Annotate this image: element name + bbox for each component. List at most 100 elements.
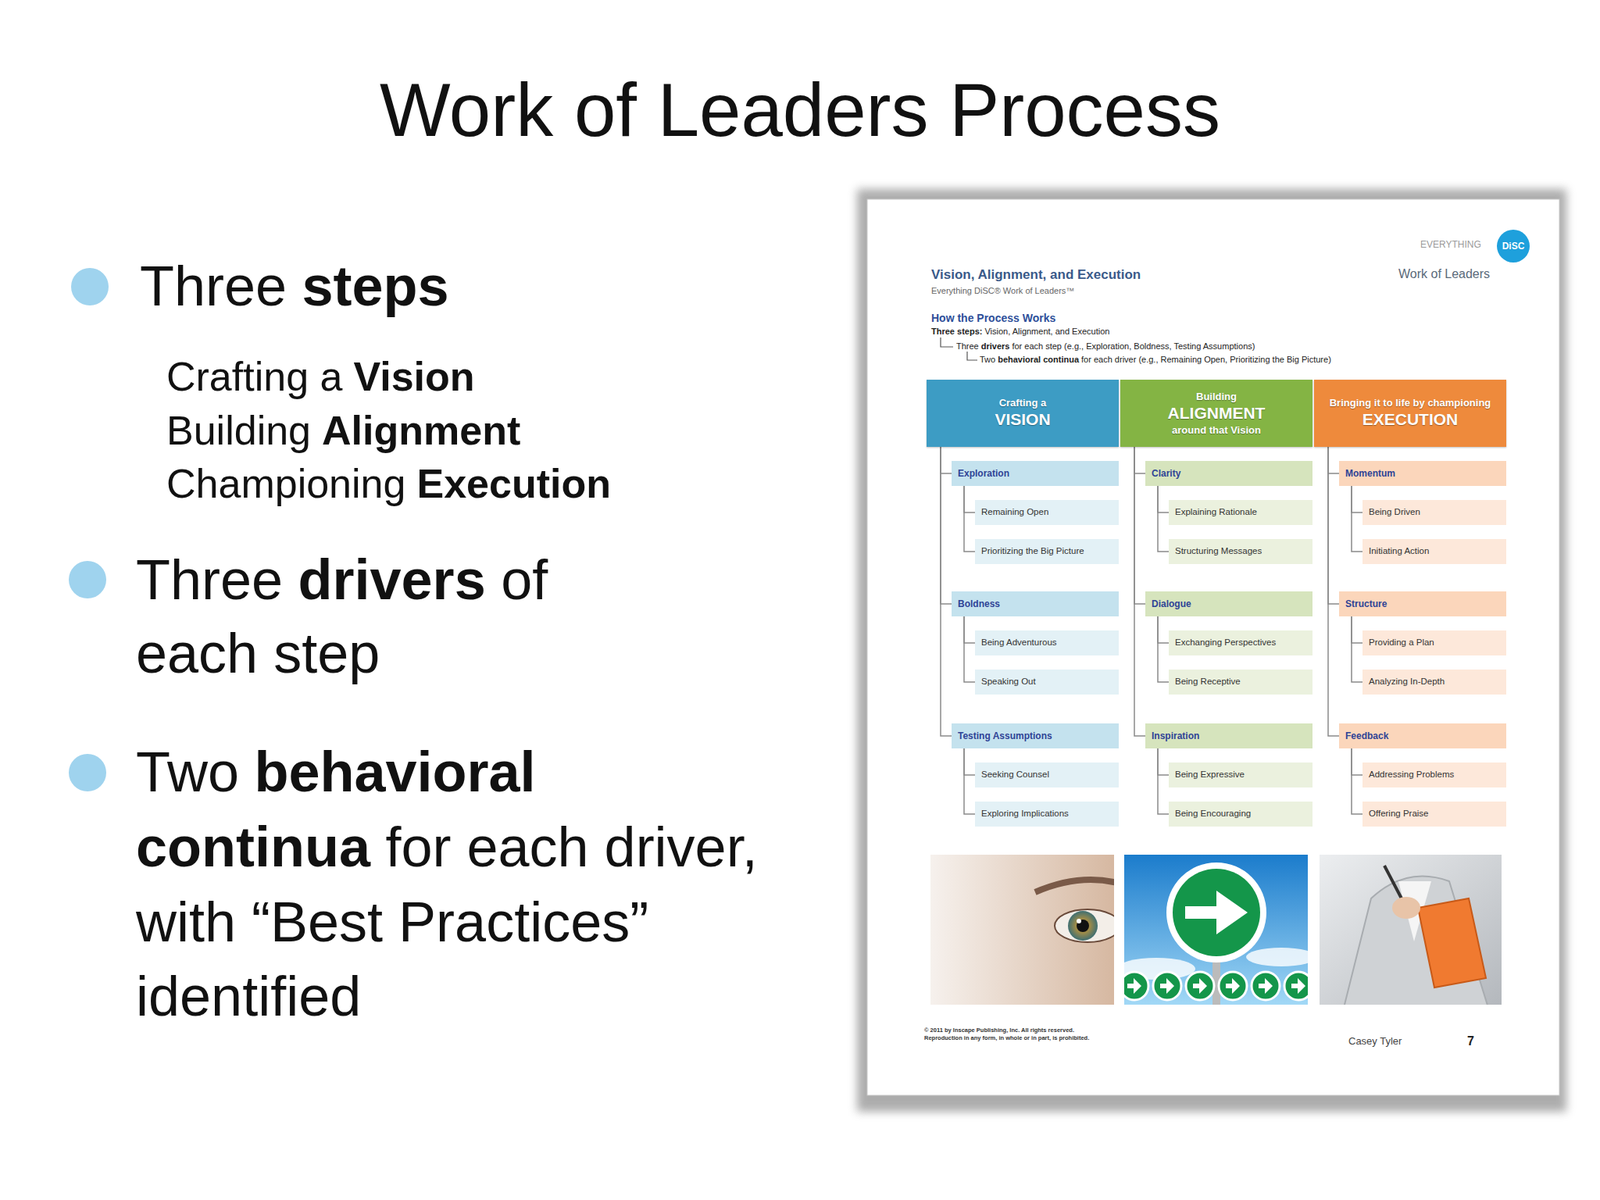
label-text: Vision, Alignment, and Execution xyxy=(984,326,1110,336)
driver-box: Inspiration xyxy=(1145,723,1313,749)
continuum-box: Structuring Messages xyxy=(1168,539,1313,565)
tree-connector xyxy=(964,748,975,815)
sign-face xyxy=(1172,868,1261,957)
label-text: Vision, Alignment, and Execution xyxy=(931,267,1141,283)
tree-connector xyxy=(964,748,975,775)
continuum-box: Addressing Problems xyxy=(1362,762,1507,788)
tree-connector xyxy=(964,485,975,552)
continuum-box: Being Encouraging xyxy=(1168,801,1313,827)
step-header: Bringing it to life by championingEXECUT… xyxy=(1314,379,1507,447)
node-text: Crafting a xyxy=(999,396,1047,410)
node-text: Remaining Open xyxy=(981,507,1113,518)
sign-rim xyxy=(1166,862,1267,963)
label-text: © 2011 by Inscape Publishing, Inc. All r… xyxy=(924,1026,1075,1034)
step-header: Crafting aVISION xyxy=(926,379,1119,447)
sign-arrow xyxy=(1185,890,1248,935)
tree-connector xyxy=(964,616,975,683)
tree-connector xyxy=(964,485,975,513)
document-page xyxy=(867,199,1560,1096)
tree-connector xyxy=(1351,616,1363,643)
tree-connector xyxy=(1328,446,1340,736)
label-text: EVERYTHING xyxy=(1420,239,1482,250)
continuum-box: Explaining Rationale xyxy=(1168,500,1313,525)
label-text: Everything DiSC® Work of Leaders™ xyxy=(931,285,1075,296)
small-arrow xyxy=(1291,978,1306,994)
node-text: Explaining Rationale xyxy=(1175,507,1307,518)
bullet-dot xyxy=(68,560,107,599)
text-line: ChampioningExecution xyxy=(166,457,611,511)
label-text: drivers xyxy=(298,548,486,611)
iris xyxy=(1067,910,1098,941)
node-text: Being Encouraging xyxy=(1175,808,1307,820)
tree-connector xyxy=(1351,748,1363,775)
continuum-box: Being Expressive xyxy=(1168,762,1313,788)
tree-connector xyxy=(1157,616,1169,643)
text-line: BuildingAlignment xyxy=(166,404,521,458)
driver-box: Feedback xyxy=(1339,723,1507,749)
text-line: 7 xyxy=(1467,1033,1475,1049)
tree-connector xyxy=(964,616,975,643)
eye-white xyxy=(1054,909,1115,943)
node-text: Being Adventurous xyxy=(981,637,1113,649)
label-text: for each driver (e.g., Remaining Open, P… xyxy=(1081,354,1332,365)
tree-connector xyxy=(1351,616,1363,683)
node-text: Structure xyxy=(1345,598,1500,610)
bullet-dot xyxy=(71,267,109,306)
node-text: Momentum xyxy=(1345,467,1500,479)
driver-box: Boldness xyxy=(951,591,1119,617)
node-text: Initiating Action xyxy=(1368,546,1500,558)
small-arrow xyxy=(1160,978,1175,994)
slide-title: Work of Leaders Process xyxy=(0,64,1600,155)
driver-box: Clarity xyxy=(1145,460,1313,486)
hand xyxy=(1392,896,1421,919)
continuum-box: Exploring Implications xyxy=(975,801,1119,827)
text-line: Twobehavioral continuafor each driver (e… xyxy=(979,354,1332,365)
tree-connector xyxy=(940,446,952,604)
continuum-box: Being Receptive xyxy=(1168,669,1313,695)
tree-connector xyxy=(1351,485,1363,513)
node-text: Feedback xyxy=(1345,730,1500,742)
text-line: Work of Leaders xyxy=(1398,266,1490,282)
node-text: Providing a Plan xyxy=(1368,637,1500,649)
eyebrow xyxy=(1035,879,1115,893)
node-text: Bringing it to life by championing xyxy=(1329,396,1492,410)
cloud xyxy=(1246,947,1308,967)
step-header: BuildingALIGNMENTaround that Vision xyxy=(1120,379,1313,447)
text-line: Everything DiSC® Work of Leaders™ xyxy=(931,285,1075,297)
small-arrow xyxy=(1258,978,1273,994)
continuum-box: Analyzing In-Depth xyxy=(1362,669,1507,695)
clipboard-photo xyxy=(1319,854,1502,1005)
node-text: Addressing Problems xyxy=(1368,769,1500,781)
node-text: Building xyxy=(1196,390,1237,404)
node-text: Structuring Messages xyxy=(1175,546,1307,558)
driver-box: Momentum xyxy=(1339,460,1507,486)
eye-photo xyxy=(930,854,1115,1005)
tree-connector xyxy=(1328,446,1340,604)
tree-connector xyxy=(1351,748,1363,815)
label-text: Three xyxy=(956,341,979,351)
driver-box: Exploration xyxy=(951,460,1119,486)
driver-box: Dialogue xyxy=(1145,591,1313,617)
text-line: Casey Tyler xyxy=(1348,1035,1402,1048)
continuum-box: Being Adventurous xyxy=(975,630,1119,656)
label-text: Execution xyxy=(416,460,611,507)
text-line: Twobehavioral continuafor each driver, w… xyxy=(135,735,855,1035)
node-text: Clarity xyxy=(1151,467,1307,479)
tree-connector xyxy=(1134,446,1146,604)
continuum-box: Offering Praise xyxy=(1362,801,1507,827)
tree-connector xyxy=(940,446,952,474)
label-text: How the Process Works xyxy=(931,311,1056,325)
label-text: Alignment xyxy=(321,407,521,454)
continuum-box: Initiating Action xyxy=(1362,539,1507,565)
text-line: Reproduction in any form, in whole or in… xyxy=(924,1034,1090,1042)
small-sign xyxy=(1284,971,1308,1000)
label-text: 7 xyxy=(1467,1034,1475,1048)
label-text: Casey Tyler xyxy=(1348,1035,1402,1047)
node-text: Testing Assumptions xyxy=(957,730,1113,742)
tree-connector xyxy=(1134,446,1146,736)
label-text: Building xyxy=(166,407,311,454)
node-text: Exploring Implications xyxy=(981,808,1113,820)
tree-connector xyxy=(1134,446,1146,474)
suit xyxy=(1343,876,1489,1005)
tree-connector xyxy=(1157,616,1169,683)
